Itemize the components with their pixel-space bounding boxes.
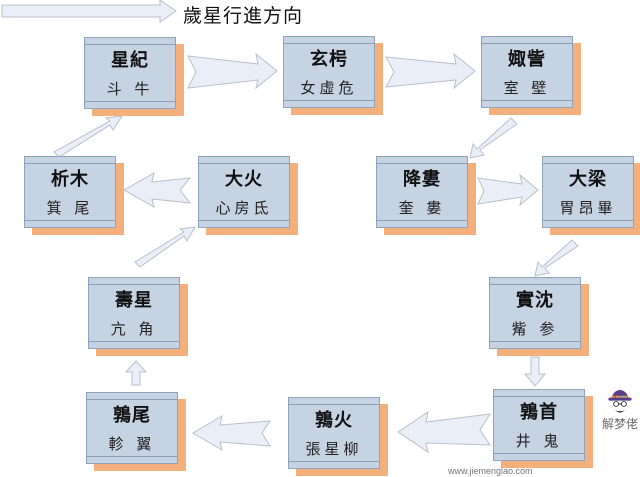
node-stars: 張星柳 [305, 440, 363, 458]
node-jianglou: 降婁 奎 婁 [376, 156, 476, 235]
node-stars: 軫 翼 [108, 435, 156, 453]
node-box: 降婁 奎 婁 [376, 156, 468, 228]
node-stars: 斗 牛 [106, 80, 154, 98]
node-stars: 胃昂畢 [559, 199, 617, 217]
node-name: 玄枵 [310, 49, 348, 70]
legend-label: 歲星行進方向 [183, 5, 304, 27]
arrow-ximu-to-xingji [53, 115, 123, 158]
node-box: 鶉首 井 鬼 [493, 389, 585, 461]
node-chunshou: 鶉首 井 鬼 [493, 389, 593, 468]
watermark-text: 解梦佬 [602, 417, 639, 431]
node-box: 鶉尾 軫 翼 [86, 392, 178, 464]
arrow-xingji-to-xuanxiao [187, 52, 278, 90]
node-name: 降婁 [403, 169, 441, 190]
node-box: 實沈 觜 参 [489, 277, 581, 349]
node-name: 星紀 [111, 50, 149, 71]
node-xuanxiao: 玄枵 女虛危 [283, 36, 383, 115]
node-name: 析木 [51, 169, 89, 190]
node-stars: 室 壁 [503, 79, 551, 97]
node-stars: 箕 尾 [46, 199, 94, 217]
node-shouxing: 壽星 亢 角 [88, 277, 188, 356]
node-daliang: 大梁 胃昂畢 [542, 156, 640, 235]
watermark: 解梦佬 [600, 388, 640, 477]
node-box: 玄枵 女虛危 [283, 36, 375, 108]
node-juzi: 娵訾 室 壁 [481, 36, 581, 115]
node-chunhuo: 鶉火 張星柳 [288, 397, 388, 476]
node-stars: 亢 角 [110, 320, 158, 338]
node-name: 娵訾 [508, 49, 546, 70]
node-dahuo: 大火 心房氐 [198, 156, 298, 235]
node-name: 壽星 [115, 290, 153, 311]
node-xingji: 星紀 斗 牛 [84, 37, 184, 116]
node-box: 析木 箕 尾 [24, 156, 116, 228]
node-name: 鶉首 [520, 402, 558, 423]
arrow-dahuo-to-ximu [122, 172, 192, 209]
node-stars: 井 鬼 [515, 432, 563, 450]
node-stars: 奎 婁 [398, 199, 446, 217]
node-box: 壽星 亢 角 [88, 277, 180, 349]
arrow-chunwei-to-shouxing [124, 360, 148, 386]
node-ximu: 析木 箕 尾 [24, 156, 124, 235]
arrow-chunshou-to-chunhuo [397, 410, 491, 454]
node-box: 鶉火 張星柳 [288, 397, 380, 469]
arrow-chunhuo-to-chunwei [192, 414, 271, 452]
arrow-jianglou-to-daliang [477, 173, 539, 207]
node-stars: 女虛危 [300, 79, 358, 97]
node-shichen: 實沈 觜 参 [489, 277, 589, 356]
watermark-mascot-icon [608, 389, 632, 413]
node-box: 星紀 斗 牛 [84, 37, 176, 109]
legend-arrow-icon [1, 0, 177, 23]
arrow-shouxing-to-dahuo [134, 226, 196, 268]
node-box: 大梁 胃昂畢 [542, 156, 634, 228]
arrow-shichen-to-chunshou [523, 356, 547, 387]
watermark-url: www.jiemenglao.com [448, 466, 533, 476]
node-chunwei: 鶉尾 軫 翼 [86, 392, 186, 471]
node-box: 娵訾 室 壁 [481, 36, 573, 108]
node-name: 大火 [225, 169, 263, 190]
arrow-daliang-to-shichen [534, 239, 579, 277]
node-box: 大火 心房氐 [198, 156, 290, 228]
node-name: 實沈 [516, 290, 554, 311]
node-name: 大梁 [569, 169, 607, 190]
node-stars: 心房氐 [215, 199, 273, 217]
node-name: 鶉火 [315, 410, 353, 431]
arrow-xuanxiao-to-juzi [385, 52, 476, 90]
node-stars: 觜 参 [511, 320, 559, 338]
node-name: 鶉尾 [113, 405, 151, 426]
arrow-juzi-to-jianglou [469, 117, 518, 159]
